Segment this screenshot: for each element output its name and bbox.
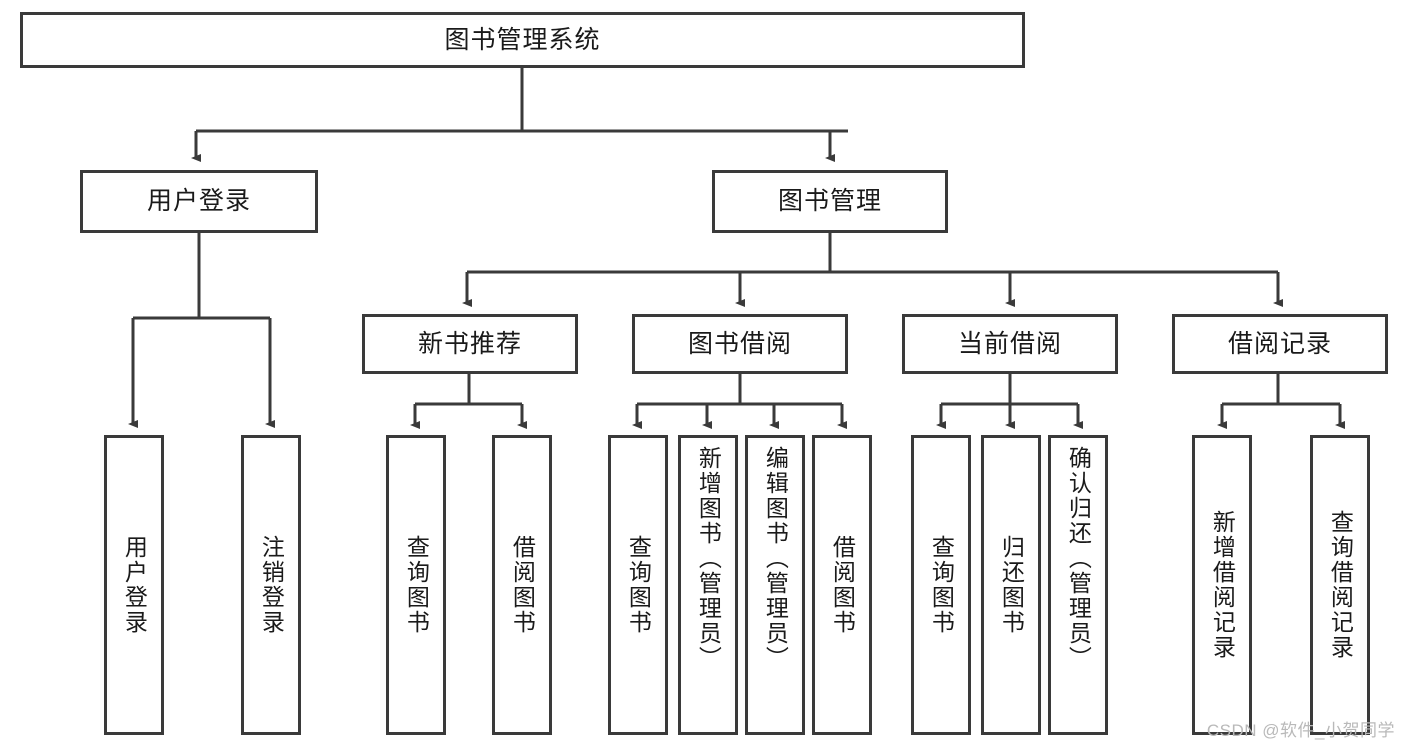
leaf-user-login-logout[interactable]: 注销登录: [241, 435, 301, 735]
node-current-borrow[interactable]: 当前借阅: [902, 314, 1118, 374]
leaf-borrow-record-query-record[interactable]: 查询借阅记录: [1310, 435, 1370, 735]
node-root-book-management-system[interactable]: 图书管理系统: [20, 12, 1025, 68]
leaf-new-book-query-books[interactable]: 查询图书: [386, 435, 446, 735]
node-label: 借阅图书: [829, 535, 856, 635]
node-label: 用户登录: [146, 187, 251, 216]
leaf-borrow-record-add-record[interactable]: 新增借阅记录: [1192, 435, 1252, 735]
leaf-current-borrow-confirm-return-admin[interactable]: 确认归还（管理员）: [1048, 435, 1108, 735]
leaf-book-borrow-borrow-books[interactable]: 借阅图书: [812, 435, 872, 735]
node-book-management[interactable]: 图书管理: [712, 170, 948, 233]
node-label: 图书管理: [777, 187, 882, 216]
node-label: 当前借阅: [957, 329, 1062, 358]
leaf-user-login-login[interactable]: 用户登录: [104, 435, 164, 735]
node-label: 确认归还（管理员）: [1065, 446, 1092, 671]
node-label: 查询借阅记录: [1327, 510, 1354, 660]
node-label: 归还图书: [998, 535, 1025, 635]
node-label: 图书管理系统: [444, 25, 601, 54]
node-label: 用户登录: [121, 535, 148, 635]
leaf-new-book-borrow-books[interactable]: 借阅图书: [492, 435, 552, 735]
node-label: 编辑图书（管理员）: [762, 446, 789, 671]
node-label: 查询图书: [928, 535, 955, 635]
node-label: 新增借阅记录: [1209, 510, 1236, 660]
node-new-book-recommend[interactable]: 新书推荐: [362, 314, 578, 374]
watermark-text: CSDN @软件_小贺同学: [1206, 721, 1395, 740]
leaf-book-borrow-add-book-admin[interactable]: 新增图书（管理员）: [678, 435, 738, 735]
node-label: 新增图书（管理员）: [695, 446, 722, 671]
node-label: 图书借阅: [687, 329, 792, 358]
node-borrow-record[interactable]: 借阅记录: [1172, 314, 1388, 374]
node-label: 查询图书: [403, 535, 430, 635]
leaf-book-borrow-edit-book-admin[interactable]: 编辑图书（管理员）: [745, 435, 805, 735]
leaf-current-borrow-query-books[interactable]: 查询图书: [911, 435, 971, 735]
node-user-login[interactable]: 用户登录: [80, 170, 318, 233]
node-book-borrow[interactable]: 图书借阅: [632, 314, 848, 374]
leaf-book-borrow-query-books[interactable]: 查询图书: [608, 435, 668, 735]
node-label: 注销登录: [258, 535, 285, 635]
node-label: 新书推荐: [417, 329, 522, 358]
node-label: 借阅图书: [509, 535, 536, 635]
node-label: 借阅记录: [1227, 329, 1332, 358]
leaf-current-borrow-return-books[interactable]: 归还图书: [981, 435, 1041, 735]
node-label: 查询图书: [625, 535, 652, 635]
